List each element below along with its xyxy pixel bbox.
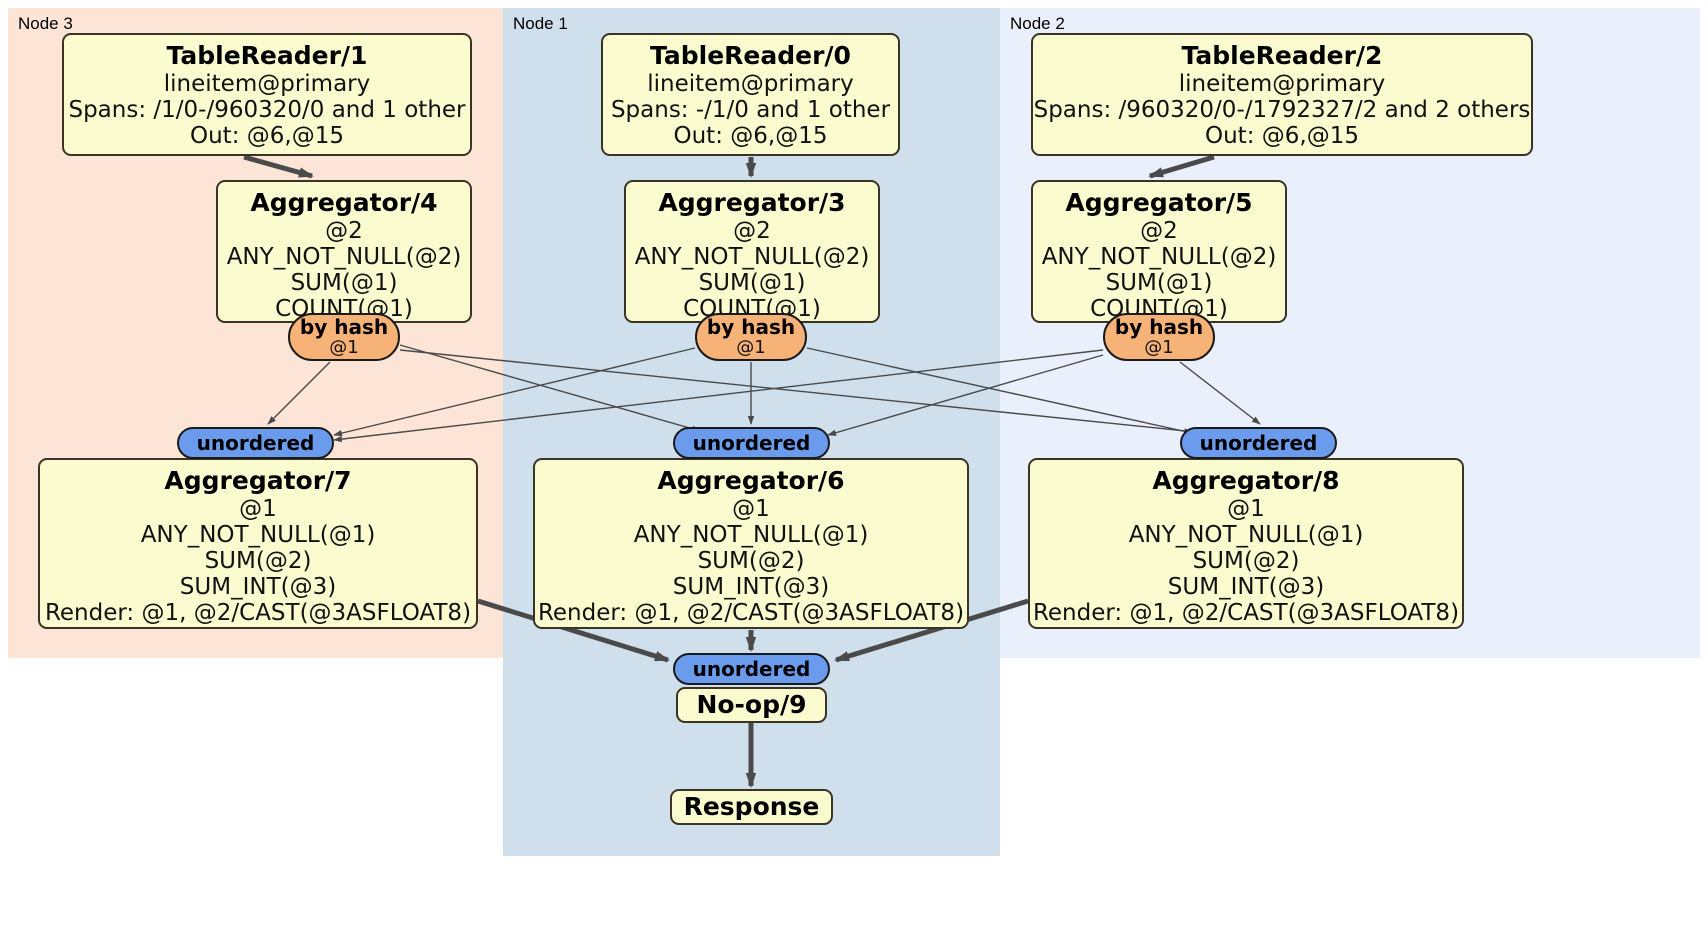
- aggregator-3-detail-line: SUM(@1): [698, 270, 806, 296]
- aggregator-8-detail-line: SUM_INT(@3): [1167, 574, 1325, 600]
- aggregator-4-detail-line: SUM(@1): [290, 270, 398, 296]
- aggregator-5-detail-line: @2: [1140, 218, 1178, 244]
- aggregator-8-detail-line: ANY_NOT_NULL(@1): [1128, 522, 1364, 548]
- unordered-synchronizer-6[interactable]: unordered: [673, 427, 830, 459]
- table-reader-1-detail-line: lineitem@primary: [163, 71, 371, 97]
- table-reader-2-detail-line: Spans: /960320/0-/1792327/2 and 2 others: [1033, 97, 1531, 123]
- aggregator-7-detail-line: SUM(@2): [204, 548, 312, 574]
- node-panel-label: Node 3: [18, 14, 73, 33]
- synchronizer-label: unordered: [196, 431, 315, 455]
- aggregator-6-detail-line: Render: @1, @2/CAST(@3ASFLOAT8): [537, 600, 965, 626]
- table-reader-2-detail-line: Out: @6,@15: [1205, 123, 1359, 149]
- table-reader-1-detail-line: Spans: /1/0-/960320/0 and 1 other: [68, 97, 466, 123]
- aggregator-5-title: Aggregator/5: [1065, 188, 1253, 217]
- synchronizer-label: unordered: [692, 657, 811, 681]
- aggregator-3-detail-line: @2: [733, 218, 771, 244]
- by-hash-router-4[interactable]: by hash@1: [288, 313, 400, 361]
- aggregator-5-detail-line: SUM(@1): [1105, 270, 1213, 296]
- aggregator-8-detail-line: @1: [1227, 496, 1265, 522]
- aggregator-7-detail-line: Render: @1, @2/CAST(@3ASFLOAT8): [44, 600, 472, 626]
- no-op-9[interactable]: No-op/9: [676, 687, 827, 723]
- aggregator-6-detail-line: SUM_INT(@3): [672, 574, 830, 600]
- aggregator-3-detail-line: ANY_NOT_NULL(@2): [634, 244, 870, 270]
- by-hash-router-3[interactable]: by hash@1: [695, 313, 807, 361]
- router-type-label: by hash: [1114, 315, 1204, 339]
- aggregator-8-title: Aggregator/8: [1152, 466, 1340, 495]
- aggregator-6-detail-line: SUM(@2): [697, 548, 805, 574]
- response-title: Response: [683, 792, 820, 821]
- router-type-label: by hash: [706, 315, 796, 339]
- synchronizer-label: unordered: [1199, 431, 1318, 455]
- aggregator-4-detail-line: @2: [325, 218, 363, 244]
- table-reader-2-detail-line: lineitem@primary: [1178, 71, 1386, 97]
- table-reader-2-title: TableReader/2: [1181, 41, 1383, 70]
- aggregator-4-detail-line: ANY_NOT_NULL(@2): [226, 244, 462, 270]
- node-panel-label: Node 2: [1010, 14, 1065, 33]
- aggregator-5-detail-line: ANY_NOT_NULL(@2): [1041, 244, 1277, 270]
- router-column-label: @1: [1144, 337, 1174, 358]
- table-reader-1-title: TableReader/1: [166, 41, 368, 70]
- aggregator-7-title: Aggregator/7: [164, 466, 352, 495]
- response[interactable]: Response: [670, 789, 833, 825]
- by-hash-router-5[interactable]: by hash@1: [1103, 313, 1215, 361]
- table-reader-0-detail-line: Spans: -/1/0 and 1 other: [610, 97, 891, 123]
- router-column-label: @1: [329, 337, 359, 358]
- router-column-label: @1: [736, 337, 766, 358]
- table-reader-0-detail-line: lineitem@primary: [647, 71, 854, 97]
- table-reader-0-detail-line: Out: @6,@15: [673, 123, 828, 149]
- aggregator-8-detail-line: SUM(@2): [1192, 548, 1300, 574]
- aggregator-7-detail-line: ANY_NOT_NULL(@1): [140, 522, 376, 548]
- node-panel-label: Node 1: [513, 14, 568, 33]
- aggregator-8-detail-line: Render: @1, @2/CAST(@3ASFLOAT8): [1032, 600, 1460, 626]
- router-type-label: by hash: [299, 315, 389, 339]
- aggregator-6-title: Aggregator/6: [657, 466, 845, 495]
- unordered-synchronizer-9[interactable]: unordered: [673, 653, 830, 685]
- unordered-synchronizer-7[interactable]: unordered: [177, 427, 334, 459]
- aggregator-6-detail-line: @1: [732, 496, 770, 522]
- aggregator-3-title: Aggregator/3: [658, 188, 846, 217]
- aggregator-7-detail-line: @1: [239, 496, 277, 522]
- synchronizer-label: unordered: [692, 431, 811, 455]
- aggregator-6-detail-line: ANY_NOT_NULL(@1): [633, 522, 869, 548]
- no-op-9-title: No-op/9: [696, 690, 807, 719]
- unordered-synchronizer-8[interactable]: unordered: [1180, 427, 1337, 459]
- aggregator-7-detail-line: SUM_INT(@3): [179, 574, 337, 600]
- table-reader-0-title: TableReader/0: [650, 41, 851, 70]
- aggregator-4-title: Aggregator/4: [250, 188, 438, 217]
- table-reader-1-detail-line: Out: @6,@15: [190, 123, 344, 149]
